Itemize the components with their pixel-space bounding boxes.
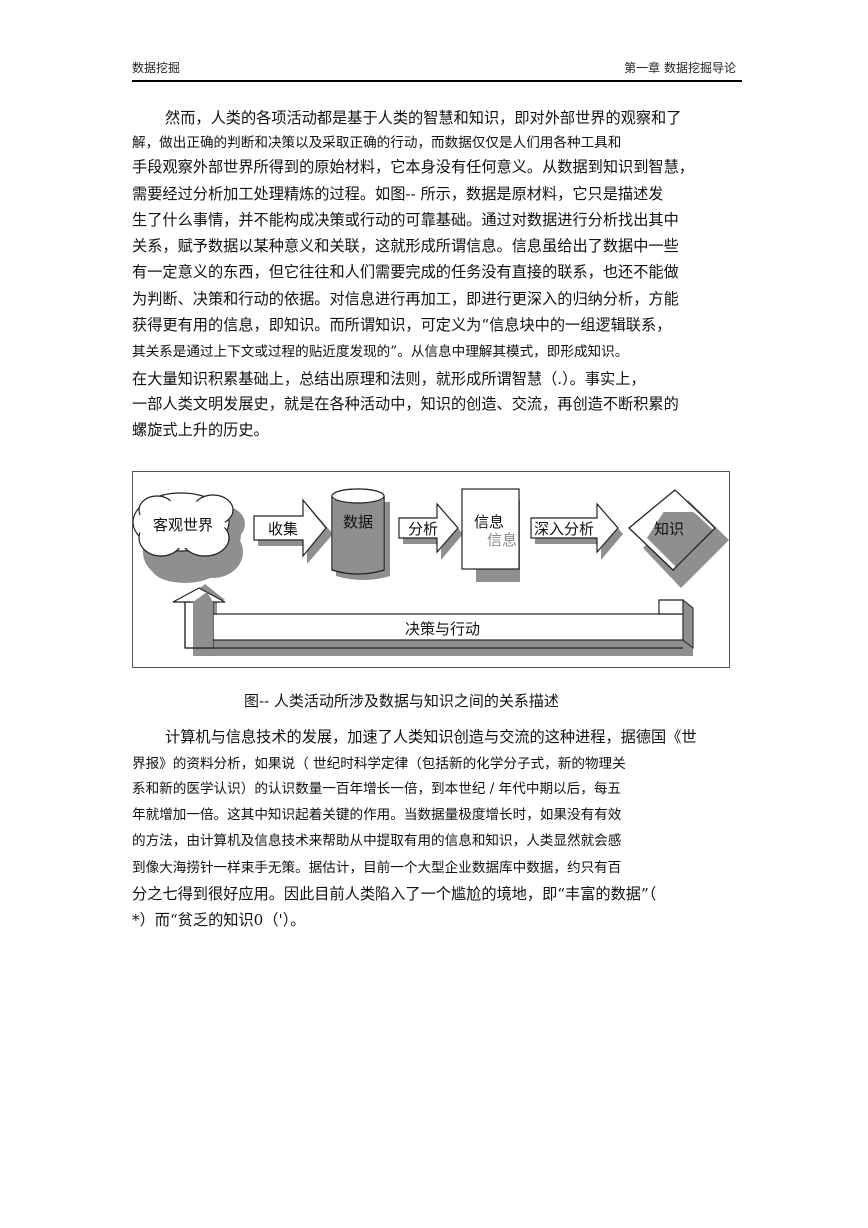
collect-label: 收集	[268, 520, 298, 538]
deep-analyze-arrow	[530, 502, 623, 560]
paragraph-line: 其关系是通过上下文或过程的贴近度发现的”。从信息中理解其模式，即形成知识。	[132, 344, 629, 360]
paragraph-line: 需要经过分析加工处理精炼的过程。如图-- 所示，数据是原材料，它只是描述发	[132, 185, 664, 203]
paragraph-line: 手段观察外部世界所得到的原始材料，它本身没有任何意义。从数据到知识到智慧，	[132, 158, 694, 176]
relationship-diagram: 客观世界 收集 数据 分析 信息 信息	[132, 471, 730, 668]
collect-arrow	[253, 498, 333, 564]
diagram-canvas: 客观世界 收集 数据 分析 信息 信息	[133, 488, 729, 656]
knowledge-label: 知识	[654, 520, 684, 538]
data-label: 数据	[343, 513, 373, 531]
paragraph-line: 一部人类文明发展史，就是在各种活动中，知识的创造、交流，再创造不断积累的	[132, 395, 679, 413]
paragraph-line: 分之七得到很好应用。因此目前人类陷入了一个尴尬的境地，即“丰富的数据”（	[132, 885, 657, 903]
paragraph-line: 解，做出正确的判断和决策以及采取正确的行动，而数据仅仅是人们用各种工具和	[132, 135, 622, 151]
database-cylinder	[331, 488, 390, 580]
info-shadow-label: 信息	[487, 531, 517, 549]
decision-label: 决策与行动	[405, 620, 480, 638]
information-box	[461, 488, 520, 582]
paragraph-line: 界报》的资料分析，如果说（ 世纪时科学定律（包括新的化学分子式，新的物理关	[132, 756, 626, 772]
paragraph-line: 螺旋式上升的历史。	[132, 421, 269, 439]
paragraph-line: 获得更有用的信息，即知识。而所谓知识，可定义为“信息块中的一组逻辑联系，	[132, 316, 672, 334]
paragraph-line: 系和新的医学认识）的认识数量一百年增长一倍，到本世纪 / 年代中期以后，每五	[132, 781, 622, 797]
info-label: 信息	[474, 513, 504, 531]
paragraph-line: 计算机与信息技术的发展，加速了人类知识创造与交流的这种进程，据德国《世	[165, 728, 697, 746]
header-chapter-title: 第一章 数据挖掘导论	[624, 61, 736, 75]
decision-feedback-arrow	[172, 584, 694, 656]
deep-analyze-label: 深入分析	[534, 520, 594, 538]
analyze-arrow	[398, 502, 463, 560]
header-book-title: 数据挖掘	[132, 61, 181, 75]
paragraph-line: 到像大海捞针一样束手无策。据估计，目前一个大型企业数据库中数据，约只有百	[132, 860, 622, 876]
world-label: 客观世界	[153, 516, 213, 534]
paragraph-line: 然而，人类的各项活动都是基于人类的智慧和知识，即对外部世界的观察和了	[165, 109, 682, 127]
page-header: 数据挖掘 第一章 数据挖掘导论	[132, 58, 742, 82]
analyze-label: 分析	[408, 520, 438, 538]
paragraph-line: 关系，赋予数据以某种意义和关联，这就形成所谓信息。信息虽给出了数据中一些	[132, 237, 679, 255]
paragraph-line: 年就增加一倍。这其中知识起着关键的作用。当数据量极度增长时，如果没有有效	[132, 807, 622, 823]
paragraph-line: 生了什么事情，并不能构成决策或行动的可靠基础。通过对数据进行分析找出其中	[132, 211, 679, 229]
paragraph-line: 有一定意义的东西，但它往往和人们需要完成的任务没有直接的联系，也还不能做	[132, 263, 679, 281]
paragraph-line: 在大量知识积累基础上，总结出原理和法则，就形成所谓智慧（.）。事实上，	[132, 370, 646, 388]
paragraph-line: *）而“贫乏的知识0（'）。	[132, 911, 306, 929]
paragraph-line: 为判断、决策和行动的依据。对信息进行再加工，即进行更深入的归纳分析，方能	[132, 290, 679, 308]
paragraph-line: 的方法，由计算机及信息技术来帮助从中提取有用的信息和知识，人类显然就会感	[132, 833, 622, 849]
figure-caption: 图-- 人类活动所涉及数据与知识之间的关系描述	[244, 692, 559, 710]
knowledge-diamond	[628, 489, 729, 588]
